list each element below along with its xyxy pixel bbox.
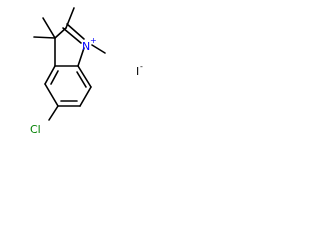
bond-c7-c7a [77,65,92,88]
bond-c2-n1-double-b [66,23,85,40]
bond-inner-c3a-c4 [50,70,59,85]
bond-c3a-c4 [44,65,56,85]
bond-c2-methyl [65,7,75,29]
bond-c4-c5 [44,83,59,107]
nitrogen-atom: N [82,40,90,53]
bond-n1-methyl [91,44,106,54]
bond-c3-methyl-a [42,17,56,39]
bond-inner-c7-c7a [76,71,87,88]
iodide-charge: - [140,62,143,71]
bond-group [33,7,106,121]
bond-c3-methyl-b [33,36,56,39]
nitrogen-charge: + [90,36,97,45]
atom-labels: N + Cl I - [30,36,143,136]
bond-c5-cl [48,105,59,121]
molecule-structure: N + Cl I - [30,7,143,136]
iodide-atom: I [136,65,139,78]
bond-c2-n1-double-a [62,27,82,44]
chlorine-atom: Cl [30,123,41,136]
bond-c6-c7 [79,86,92,107]
bond-n1-c7a [77,47,85,67]
